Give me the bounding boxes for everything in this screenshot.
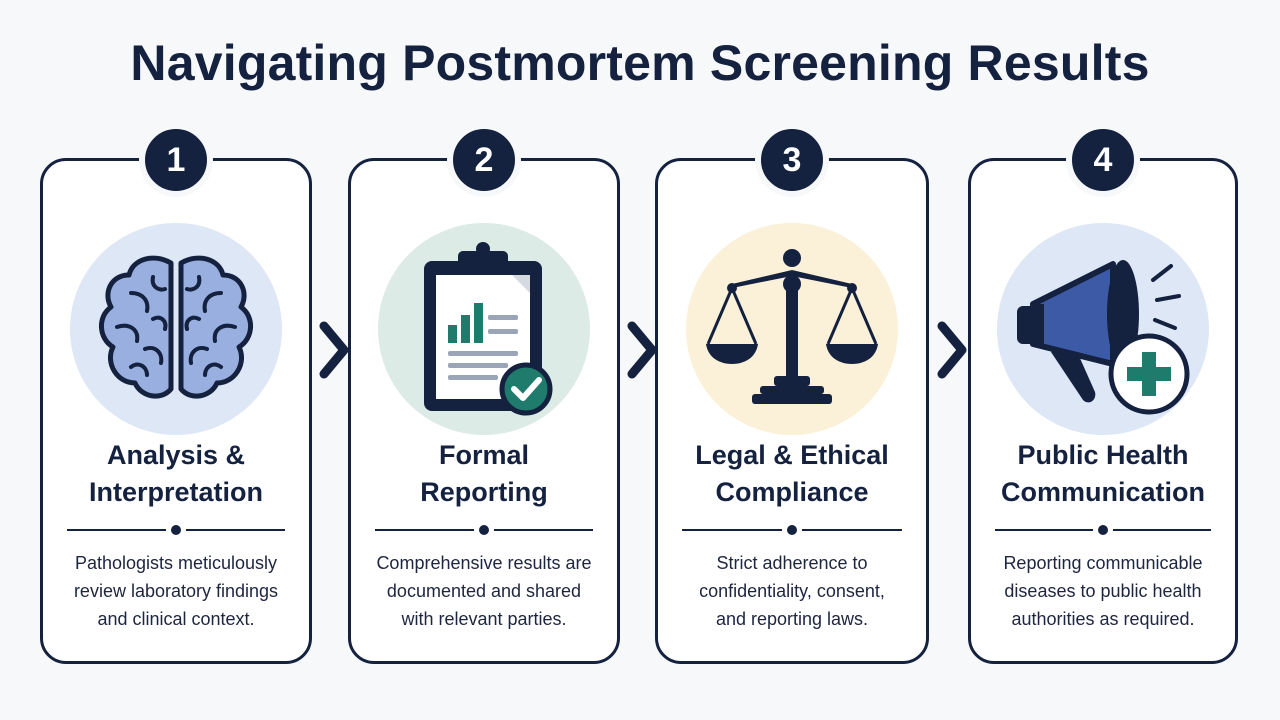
megaphone-medical-icon <box>1017 260 1190 415</box>
chevron-right-icon <box>937 321 967 379</box>
scales-of-justice-icon <box>706 249 878 404</box>
separator <box>375 525 593 535</box>
megaphone-icon-circle <box>997 223 1209 435</box>
clipboard-report-icon <box>424 242 553 416</box>
scales-icon-circle <box>686 223 898 435</box>
step-number-badge: 2 <box>447 123 521 197</box>
step-card-1: 1 Analysis &Interpretat <box>40 123 312 664</box>
clipboard-icon-circle <box>378 223 590 435</box>
step-number-badge: 1 <box>139 123 213 197</box>
chevron-right-icon <box>319 321 349 379</box>
brain-icon <box>99 255 253 399</box>
page-title: Navigating Postmortem Screening Results <box>130 35 1150 91</box>
separator <box>995 525 1211 535</box>
separator <box>682 525 902 535</box>
step-number-badge: 3 <box>755 123 829 197</box>
chevron-right-icon <box>627 321 657 379</box>
step-number-badge: 4 <box>1066 123 1140 197</box>
step-title: Analysis &Interpretation <box>88 440 263 507</box>
brain-icon-circle <box>70 223 282 435</box>
separator <box>67 525 285 535</box>
